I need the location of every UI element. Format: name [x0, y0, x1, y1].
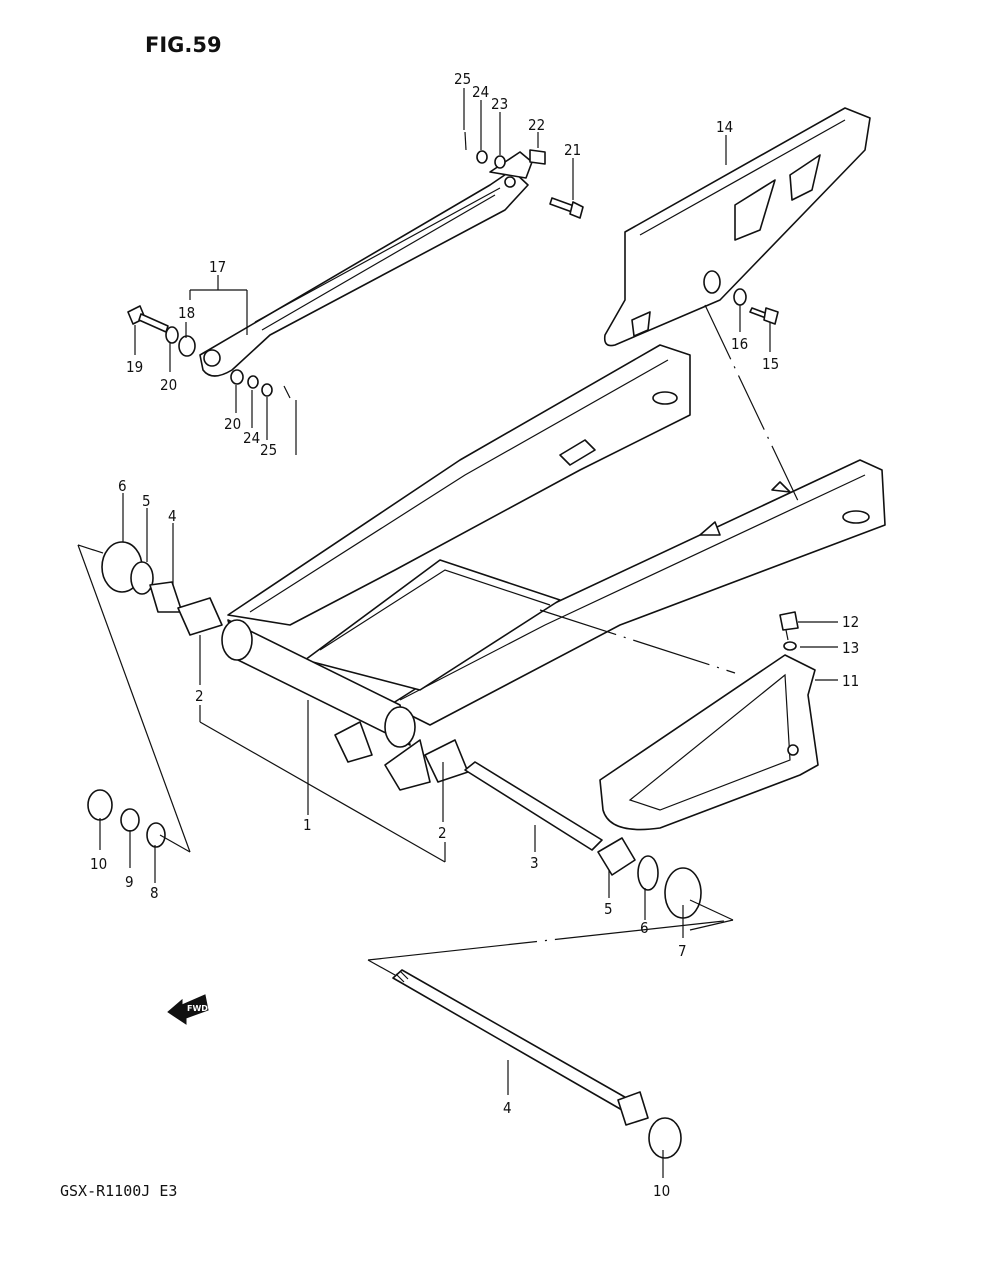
- cotter-pin-25-upper: [464, 131, 467, 151]
- torque-rod: [199, 151, 533, 377]
- pivot-shaft: [392, 969, 649, 1126]
- callout-10-left: 10: [90, 855, 107, 873]
- washer-16: [733, 288, 747, 306]
- callout-labels: 25 24 23 22 21 14 17 18 19 20 16 15 20 2…: [90, 70, 859, 1200]
- callout-11: 11: [842, 672, 859, 690]
- swingarm: [221, 344, 886, 791]
- bolt-15: [749, 307, 779, 325]
- callout-5-right: 6: [640, 919, 649, 937]
- nut-9: [120, 808, 140, 832]
- collar-4-left: [149, 581, 183, 613]
- callout-17: 17: [209, 258, 226, 276]
- callout-5-left: 5: [142, 492, 151, 510]
- spacer-22: [529, 149, 546, 165]
- bolt-21: [549, 197, 584, 219]
- bolt-19: [127, 305, 169, 333]
- bolt-12: [779, 611, 799, 641]
- callout-12: 12: [842, 613, 859, 631]
- callout-2-left: 2: [195, 687, 204, 705]
- spacer-3: [464, 761, 603, 851]
- nut-24-lower: [261, 383, 273, 397]
- callout-23-lower: 24: [243, 429, 260, 447]
- callout-18: 18: [178, 304, 195, 322]
- washer-5-left: [130, 561, 154, 595]
- cap-10-right: [648, 1117, 682, 1159]
- callout-15: 15: [762, 355, 779, 373]
- washer-5-right: [637, 855, 659, 891]
- callout-21: 21: [564, 141, 581, 159]
- callout-20-upper: 20: [160, 376, 177, 394]
- callout-6-right: 7: [678, 942, 687, 960]
- callout-6-left: 6: [118, 477, 127, 495]
- nut-24-upper: [476, 150, 488, 164]
- washer-23-lower: [247, 375, 259, 389]
- fwd-arrow-icon: FWD: [167, 994, 209, 1025]
- callout-13: 13: [842, 639, 859, 657]
- cap-10-left: [87, 789, 113, 821]
- leader-lines: [77, 88, 838, 1178]
- washer-23-upper: [494, 155, 506, 169]
- bearing-2-right: [424, 739, 469, 783]
- callout-1: 1: [303, 816, 312, 834]
- model-code: GSX-R1100J E3: [60, 1182, 177, 1200]
- bushing-18: [178, 335, 196, 357]
- figure-title: FIG.59: [145, 33, 222, 57]
- washer-13: [783, 641, 797, 651]
- callout-2-right: 2: [438, 824, 447, 842]
- callout-20-lower: 20: [224, 415, 241, 433]
- bearing-2-left: [177, 597, 223, 636]
- callout-7: 4: [503, 1099, 512, 1117]
- washer-20-lower: [230, 369, 244, 385]
- washer-20-upper: [165, 326, 179, 344]
- callout-10-right: 10: [653, 1182, 670, 1200]
- callout-4-left: 4: [168, 507, 177, 525]
- chain-case: [603, 107, 871, 347]
- collar-4-right: [597, 837, 636, 876]
- callout-4-right: 5: [604, 900, 613, 918]
- callout-14: 14: [716, 118, 733, 136]
- callout-3: 3: [530, 854, 539, 872]
- washer-8: [146, 822, 166, 848]
- callout-24-upper: 24: [472, 83, 489, 101]
- callout-22: 22: [528, 116, 545, 134]
- callout-25-upper: 25: [454, 70, 471, 88]
- chain-buffer: [599, 654, 819, 831]
- callout-19: 19: [126, 358, 143, 376]
- cotter-pin-25-lower: [283, 385, 291, 399]
- callout-24-lower: 25: [260, 441, 277, 459]
- callout-9: 9: [125, 873, 134, 891]
- callout-23-upper: 23: [491, 95, 508, 113]
- callout-16: 16: [731, 335, 748, 353]
- fwd-label: FWD: [187, 1004, 208, 1013]
- callout-8: 8: [150, 884, 159, 902]
